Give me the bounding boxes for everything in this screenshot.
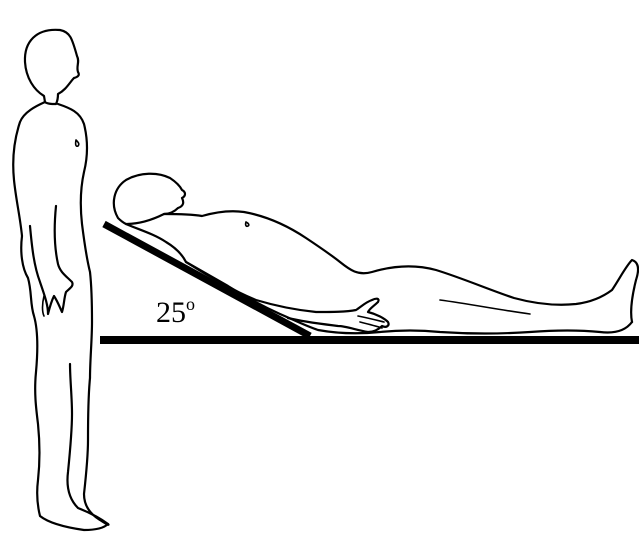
angle-label: 25o: [156, 294, 195, 329]
angle-unit: o: [186, 294, 195, 314]
standing-person: [13, 30, 108, 530]
angle-value: 25: [156, 296, 186, 329]
tilt-board: [104, 224, 310, 336]
